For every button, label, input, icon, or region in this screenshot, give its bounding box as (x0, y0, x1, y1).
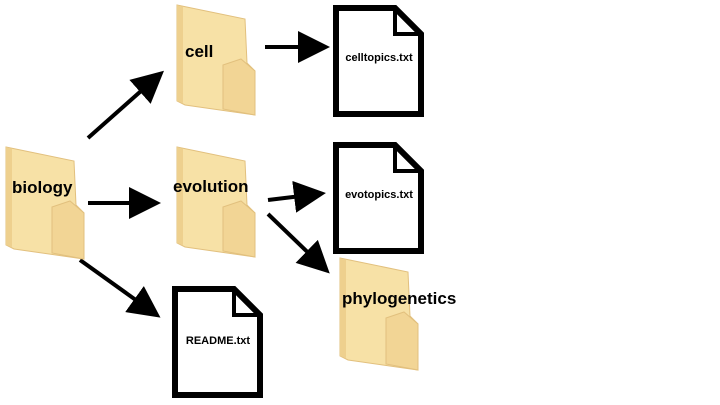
file-icon (333, 5, 424, 117)
folder-icon (339, 257, 419, 371)
file-celltopics[interactable]: celltopics.txt (333, 5, 425, 117)
arrow-biology-to-readme (78, 258, 161, 318)
file-readme[interactable]: README.txt (172, 286, 264, 398)
file-evotopics[interactable]: evotopics.txt (333, 142, 425, 254)
file-icon (333, 142, 424, 254)
file-label: evotopics.txt (345, 189, 413, 201)
folder-icon (176, 4, 256, 116)
arrow-evolution-to-evotopics (267, 180, 326, 213)
folder-label: cell (185, 42, 214, 61)
folder-label: evolution (173, 177, 249, 196)
arrow-biology-to-cell (86, 70, 164, 140)
folder-label: biology (12, 178, 73, 197)
file-label: celltopics.txt (345, 52, 413, 64)
folder-phylogenetics[interactable]: phylogenetics (338, 257, 456, 371)
folder-evolution[interactable]: evolution (173, 146, 260, 258)
arrow-evolution-to-phylogenetics (266, 212, 330, 274)
folder-label: phylogenetics (342, 289, 457, 308)
folder-cell[interactable]: cell (175, 4, 260, 116)
folder-biology[interactable]: biology (4, 146, 89, 260)
file-label: README.txt (185, 335, 251, 347)
file-icon (172, 286, 263, 398)
folder-icon (176, 146, 256, 258)
folder-icon (5, 146, 85, 260)
